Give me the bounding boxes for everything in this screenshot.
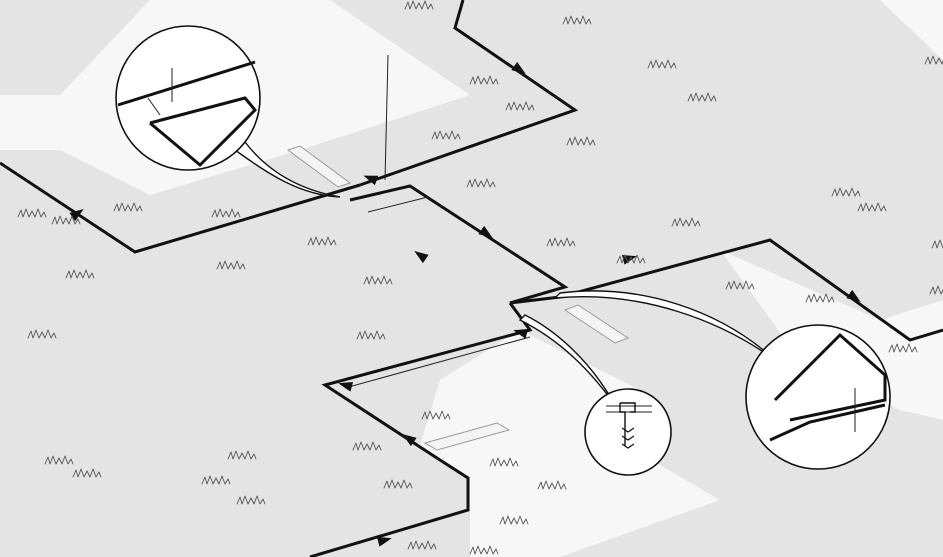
grass-tuft-icon — [505, 101, 535, 111]
grass-tuft-icon — [931, 239, 943, 249]
grass-tuft-icon — [404, 0, 434, 10]
grass-tuft-icon — [725, 280, 755, 290]
grass-tufts — [17, 0, 943, 555]
grass-tuft-icon — [687, 92, 717, 102]
passage-strip-middle — [563, 304, 630, 344]
wire-direction-arrow-icon — [414, 250, 429, 264]
wire-direction-arrow-icon — [376, 536, 392, 547]
grass-tuft-icon — [65, 269, 95, 279]
paved-area-top-right — [880, 0, 943, 60]
grass-tuft-icon — [44, 455, 74, 465]
distance-guides — [344, 54, 531, 389]
grass-tuft-icon — [227, 450, 257, 460]
grass-tuft-icon — [469, 545, 499, 555]
grass-tuft-icon — [671, 217, 701, 227]
grass-tuft-icon — [469, 75, 499, 85]
callout-tail-top-left — [233, 141, 341, 198]
wire-direction-arrow-icon — [511, 61, 526, 75]
grass-tuft-icon — [216, 260, 246, 270]
grass-tuft-icon — [356, 330, 386, 340]
wire-direction-arrow-icon — [402, 433, 417, 447]
boundary-wire-bottom-segment — [309, 302, 533, 557]
grass-tuft-icon — [566, 136, 596, 146]
grass-tuft-icon — [805, 293, 835, 303]
passage-strip-upper — [286, 145, 352, 188]
ground-peg-icon — [619, 402, 636, 449]
callout-top-left-edge — [117, 60, 256, 107]
grass-tuft-icon — [201, 475, 231, 485]
grass-tuft-icon — [831, 187, 861, 197]
callout-right-edge — [769, 403, 886, 442]
callout-circle-right — [745, 324, 891, 470]
callout-detail-right — [745, 324, 891, 470]
grass-tuft-icon — [647, 59, 677, 69]
grass-tuft-icon — [499, 515, 529, 525]
passage-strips — [286, 145, 630, 451]
grass-tuft-icon — [51, 215, 81, 225]
grass-tuft-icon — [489, 457, 519, 467]
callout-detail-peg — [584, 388, 672, 476]
grass-tuft-icon — [562, 15, 592, 25]
grass-tuft-icon — [211, 208, 241, 218]
grass-tuft-icon — [27, 329, 57, 339]
grass-tuft-icon — [466, 178, 496, 188]
grass-tuft-icon — [888, 343, 918, 353]
grass-tuft-icon — [72, 468, 102, 478]
grass-tuft-icon — [407, 540, 437, 550]
wire-direction-arrow-icon — [69, 208, 84, 222]
wire-direction-arrow-icon — [513, 328, 529, 339]
boundary-wire-center-segment — [349, 184, 943, 342]
grass-tuft-icon — [857, 202, 887, 212]
guide-line-vertical — [384, 54, 389, 181]
wire-direction-arrow-icon — [846, 289, 861, 303]
grass-tuft-icon — [113, 202, 143, 212]
grass-tuft-icon — [431, 130, 461, 140]
grass-tuft-icon — [537, 480, 567, 490]
guide-distance-upper — [367, 196, 429, 213]
callout-top-left-gap — [147, 97, 161, 116]
boundary-wire-left-segment — [0, 161, 361, 254]
grass-tuft-icon — [421, 410, 451, 420]
grass-tuft-icon — [929, 285, 943, 295]
grass-tuft-icon — [236, 495, 266, 505]
paved-area-bottom-center — [420, 330, 720, 557]
grass-tuft-icon — [307, 236, 337, 246]
wire-direction-arrow-icon — [338, 381, 354, 392]
grass-tuft-icon — [17, 208, 47, 218]
grass-tuft-icon — [616, 254, 646, 264]
callout-detail-corner — [115, 25, 261, 171]
grass-tuft-icon — [546, 237, 576, 247]
callout-right-wire — [773, 332, 887, 422]
wire-direction-arrow-icon — [363, 175, 379, 186]
wire-direction-arrow-icon — [478, 225, 493, 239]
grass-tuft-icon — [924, 55, 943, 65]
grass-tuft-icon — [363, 275, 393, 285]
callout-circle-top-left — [115, 25, 261, 171]
callout-top-left-wire — [149, 96, 258, 168]
guide-distance-lower — [344, 336, 531, 389]
grass-tuft-icon — [352, 441, 382, 451]
passage-strip-lower — [423, 422, 511, 451]
grass-tuft-icon — [383, 479, 413, 489]
